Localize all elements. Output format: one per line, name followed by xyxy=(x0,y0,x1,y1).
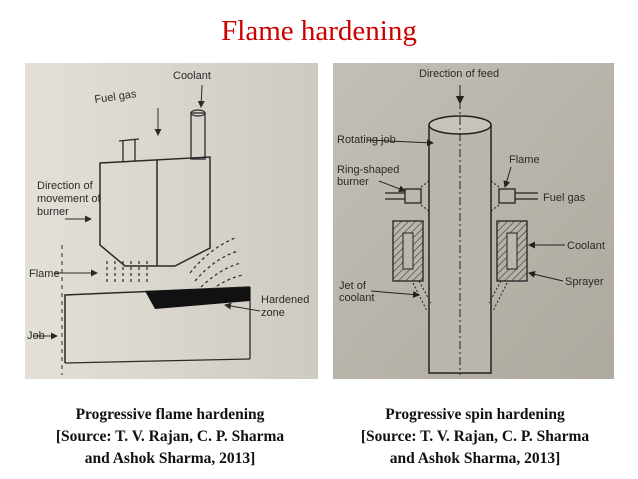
label-flame: Flame xyxy=(29,268,60,280)
flame-hardening-diagram: Coolant Fuel gas Direction of movement o… xyxy=(25,63,318,379)
caption-right-line3: and Ashok Sharma, 2013] xyxy=(389,450,561,467)
label-fuel-gas: Fuel gas xyxy=(94,88,138,106)
label-rotating-job: Rotating job xyxy=(337,134,396,146)
coolant-pipe xyxy=(190,112,206,160)
caption-left-line2: [Source: T. V. Rajan, C. P. Sharma xyxy=(55,428,285,445)
label-fuel-gas: Fuel gas xyxy=(543,192,586,204)
hardened-zone xyxy=(145,287,250,309)
label-coolant: Coolant xyxy=(173,70,211,82)
label-sprayer: Sprayer xyxy=(565,276,604,288)
caption-right-line1: Progressive spin hardening xyxy=(385,406,565,423)
spin-hardening-diagram: Direction of feed Rotating job Ring-shap… xyxy=(333,63,614,379)
label-direction-of-feed: Direction of feed xyxy=(419,68,499,80)
flame-hardening-drawing: Coolant Fuel gas Direction of movement o… xyxy=(25,63,318,379)
label-flame: Flame xyxy=(509,154,540,166)
ring-burner-right xyxy=(498,188,516,204)
label-ring-2: burner xyxy=(337,176,369,188)
label-hardened-2: zone xyxy=(261,307,285,319)
caption-left: Progressive flame hardening [Source: T. … xyxy=(20,404,320,470)
caption-left-line3: and Ashok Sharma, 2013] xyxy=(84,450,256,467)
label-jet-2: coolant xyxy=(339,292,374,304)
spin-hardening-drawing: Direction of feed Rotating job Ring-shap… xyxy=(333,63,614,379)
ring-burner-left xyxy=(404,188,422,204)
label-job: Job xyxy=(27,330,45,342)
label-hardened-1: Hardened xyxy=(261,294,309,306)
page-title: Flame hardening xyxy=(221,15,417,47)
label-jet-1: Jet of xyxy=(339,280,367,292)
label-direction-2: movement of xyxy=(37,193,102,205)
label-direction-1: Direction of xyxy=(37,180,94,192)
label-ring-1: Ring-shaped xyxy=(337,164,399,176)
label-direction-3: burner xyxy=(37,206,69,218)
label-coolant: Coolant xyxy=(567,240,605,252)
caption-right: Progressive spin hardening [Source: T. V… xyxy=(325,404,625,470)
burner-body xyxy=(99,156,211,267)
caption-right-line2: [Source: T. V. Rajan, C. P. Sharma xyxy=(360,428,590,445)
caption-left-line1: Progressive flame hardening xyxy=(75,406,265,423)
